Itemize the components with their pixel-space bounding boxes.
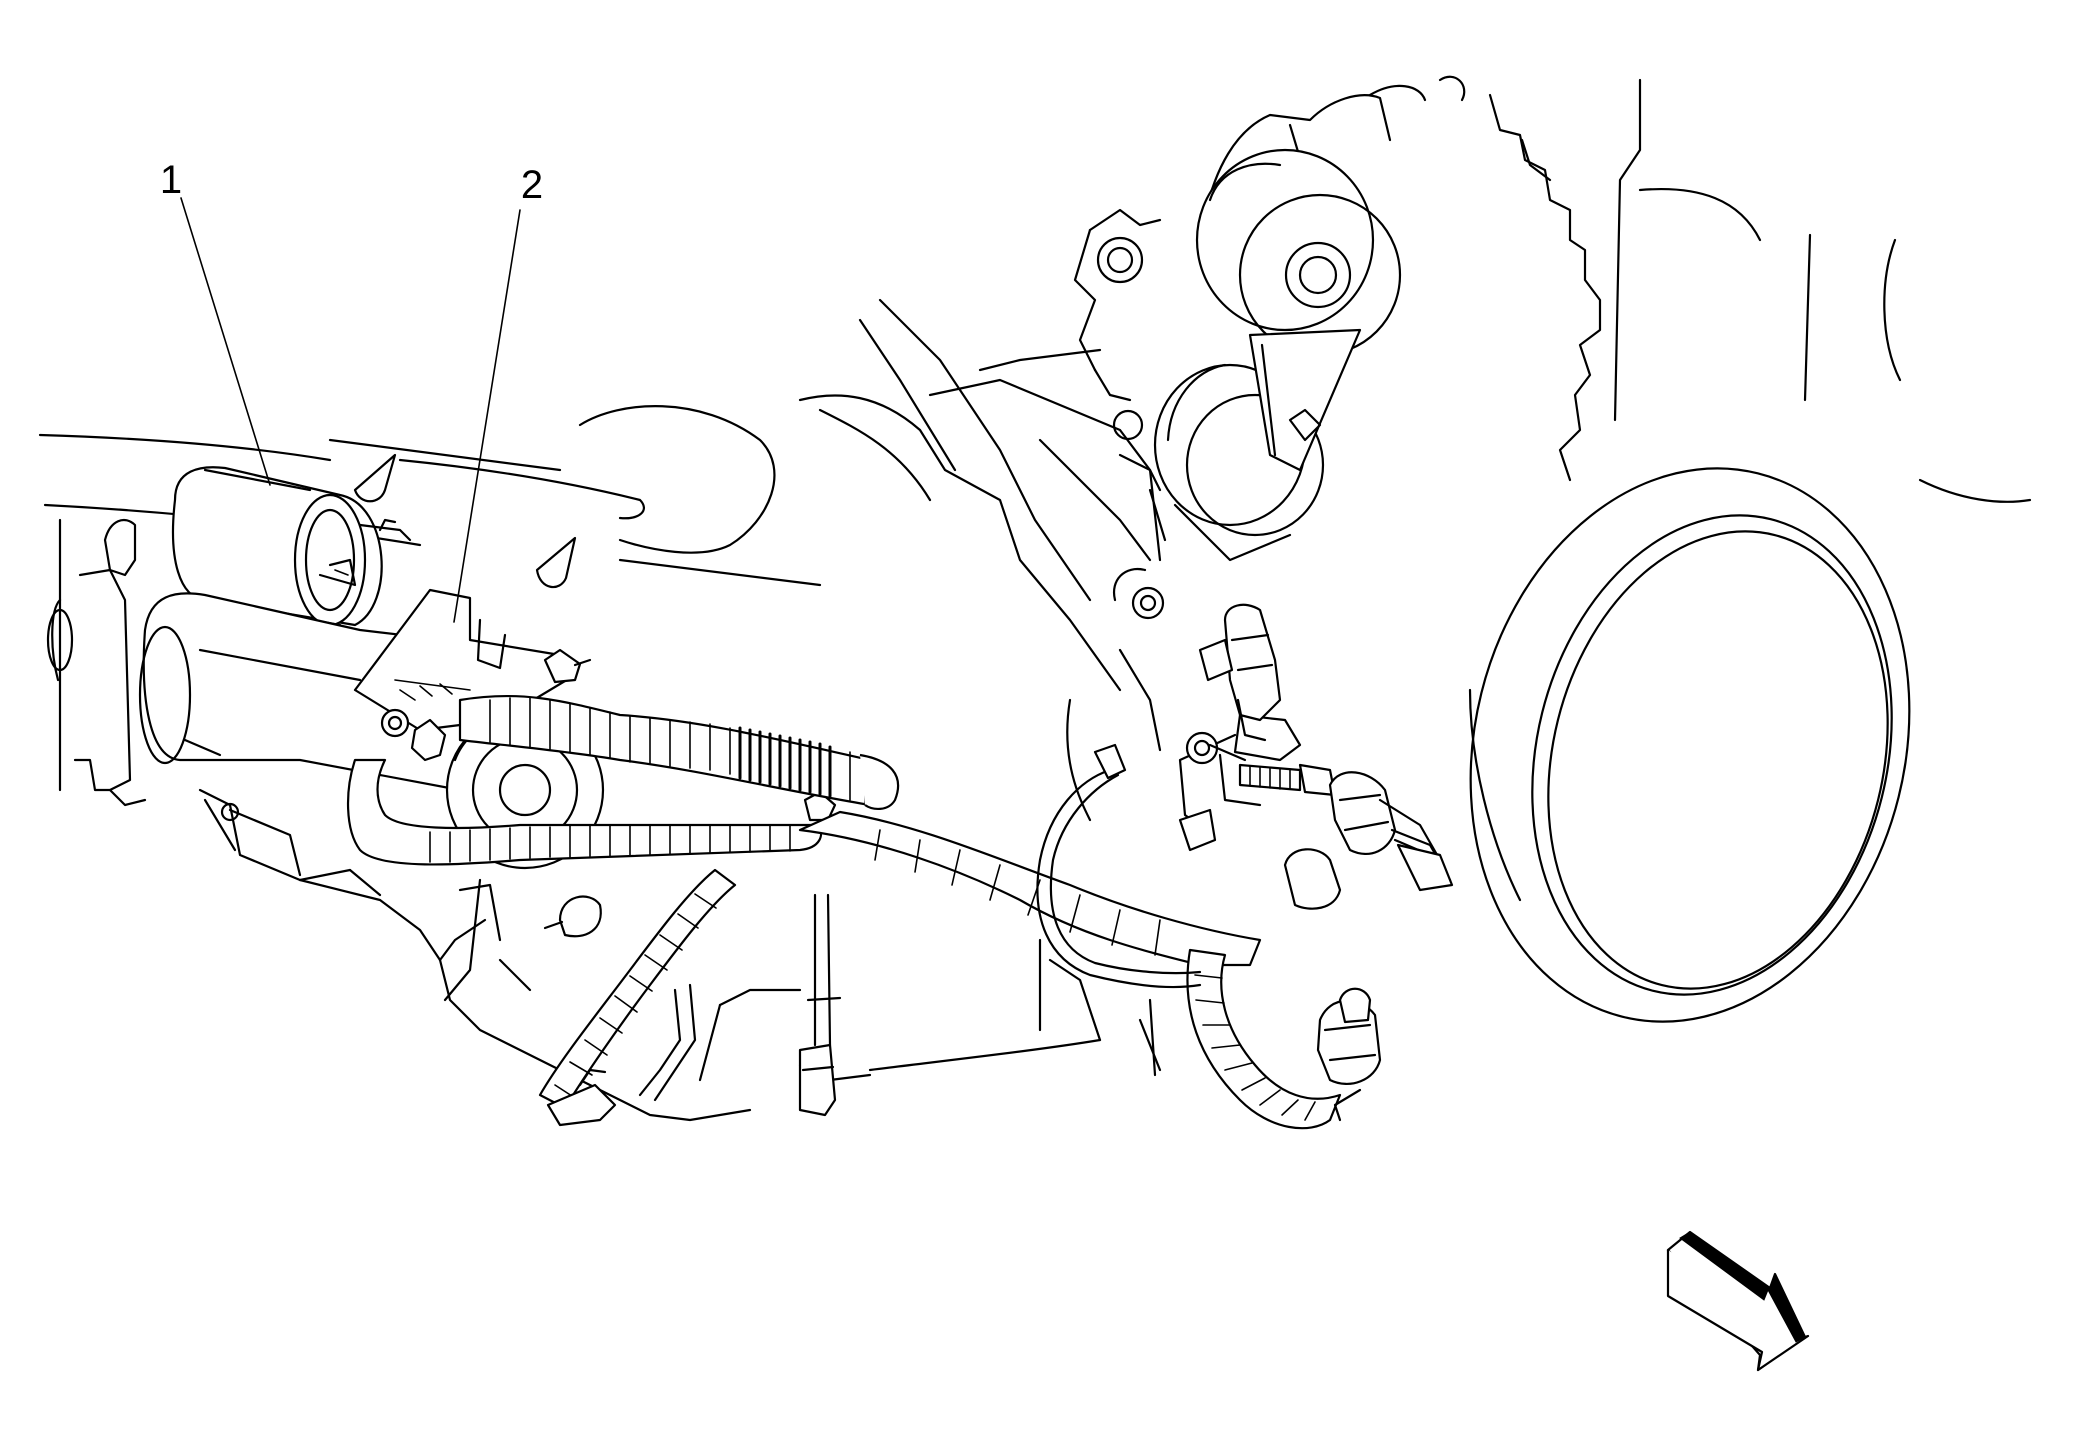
engine-wiring-harness [347, 694, 1342, 1130]
lower-harness-connector [1283, 771, 1454, 910]
callout-2-leader [453, 209, 521, 623]
crankshaft-balancer [1468, 467, 1911, 1023]
convoluted-conduit [738, 726, 832, 798]
crankshaft-position-sensor [1178, 713, 1337, 852]
front-of-vehicle-arrow-icon [1666, 1230, 1810, 1372]
sensor-connector [1316, 987, 1382, 1122]
harness-clip-lower [798, 893, 842, 1117]
callout-1-label: 1 [160, 158, 182, 202]
tensioner-arm [1173, 328, 1362, 562]
callout-1-leader [180, 197, 271, 486]
upper-idler-pulley [1195, 148, 1402, 357]
callout-leaders [180, 197, 521, 623]
callout-2-label: 2 [521, 163, 543, 207]
sensor-bolt [1238, 763, 1337, 797]
engine-studs [353, 453, 837, 938]
upper-harness-connector [1198, 603, 1282, 742]
ground-wire [1036, 743, 1202, 989]
dipstick-tube [638, 983, 697, 1102]
